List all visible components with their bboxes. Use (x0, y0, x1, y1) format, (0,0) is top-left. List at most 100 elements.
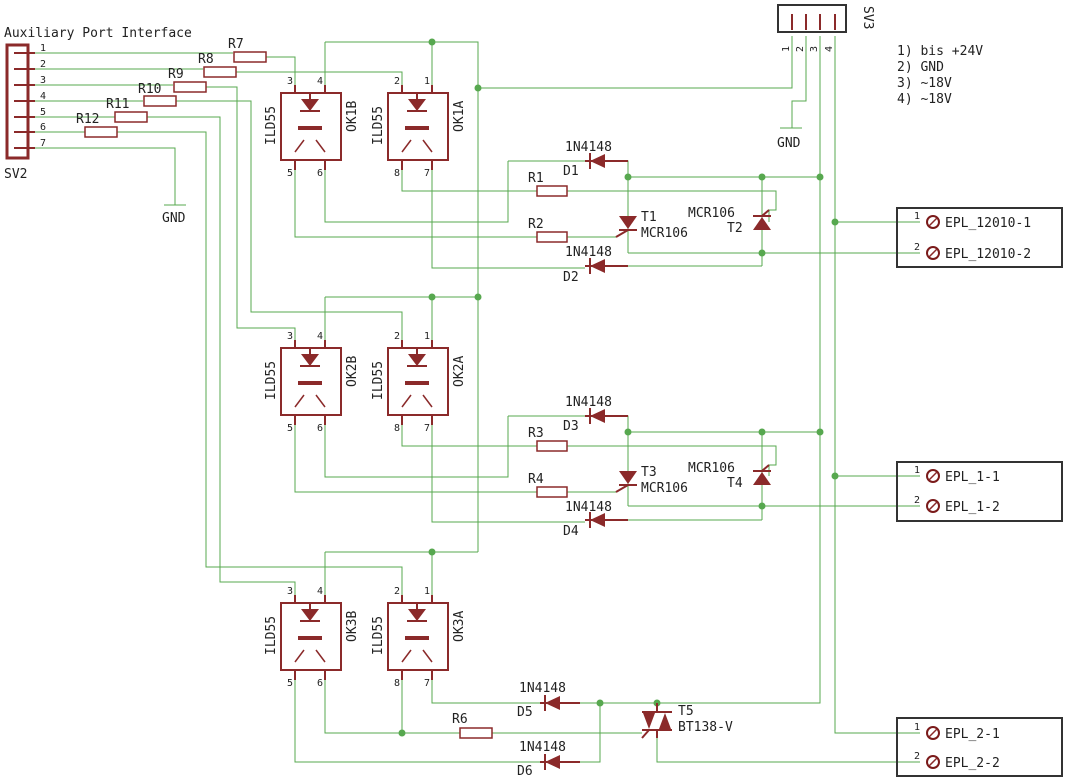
output-connector-3: 1 2 EPL_2-1 EPL_2-2 (896, 717, 1063, 777)
legend-line-1: 1) bis +24V (897, 44, 983, 59)
sv2-header: Auxiliary Port Interface 1 2 3 4 5 6 7 S… (4, 26, 192, 226)
ok3b: 3 4 5 6 ILD55 OK3B (264, 586, 360, 689)
ok1b-type: ILD55 (264, 106, 279, 145)
ok2b-pin6: 6 (317, 423, 323, 434)
ok2b: 3 4 5 6 ILD55 OK2B (264, 331, 360, 434)
ok1b-pin6: 6 (317, 168, 323, 179)
ok2a-type: ILD55 (371, 361, 386, 400)
ok1a-pin8: 8 (394, 168, 400, 179)
sv3-pin-4: 4 (824, 46, 835, 52)
terminal-epl-2-1: EPL_2-1 (945, 727, 1000, 742)
sv2-pin-5: 5 (40, 107, 46, 118)
ok1a-pin1: 1 (424, 76, 430, 87)
ok1a-pin7: 7 (424, 168, 430, 179)
ok3a-pin7: 7 (424, 678, 430, 689)
c1-pin1: 1 (914, 211, 920, 222)
r1-label: R1 (528, 171, 544, 186)
t1-type: MCR106 (641, 226, 688, 241)
d2-name: D2 (563, 270, 579, 285)
d6-name: D6 (517, 764, 533, 779)
output-connector-1: 1 2 EPL_12010-1 EPL_12010-2 (896, 207, 1063, 268)
r8-label: R8 (198, 52, 214, 67)
ok3b-name: OK3B (345, 611, 360, 642)
input-resistors: R7 R8 R9 R10 R11 R12 (76, 37, 267, 138)
sv2-pin-4: 4 (40, 91, 46, 102)
sv2-name: SV2 (4, 167, 27, 182)
r10-label: R10 (138, 82, 161, 97)
ok2b-pin3: 3 (287, 331, 293, 342)
ok1b-pin3: 3 (287, 76, 293, 87)
pin-legend: 1) bis +24V 2) GND 3) ~18V 4) ~18V (897, 44, 983, 107)
legend-line-4: 4) ~18V (897, 92, 952, 107)
sv2-pin-2: 2 (40, 59, 46, 70)
c1-pin2: 2 (914, 242, 920, 253)
gnd-label-sv3: GND (777, 136, 801, 151)
ok3b-pin6: 6 (317, 678, 323, 689)
d5-name: D5 (517, 705, 533, 720)
ok2a-pin7: 7 (424, 423, 430, 434)
ok3a-pin1: 1 (424, 586, 430, 597)
ok2a-pin2: 2 (394, 331, 400, 342)
gnd-label-sv2: GND (162, 211, 186, 226)
legend-line-2: 2) GND (897, 60, 944, 75)
terminal-epl-2-2: EPL_2-2 (945, 756, 1000, 771)
d4-type: 1N4148 (565, 500, 612, 515)
t2-type: MCR106 (688, 206, 735, 221)
block-3-components: 1N4148 D5 R6 1N4148 D6 T5 BT138-V (452, 681, 733, 779)
ok1b: 3 4 5 6 ILD55 OK1B (264, 76, 360, 179)
r3-label: R3 (528, 426, 544, 441)
d3-name: D3 (563, 419, 579, 434)
d5-type: 1N4148 (519, 681, 566, 696)
ok3a-name: OK3A (452, 611, 467, 642)
ok1a-pin2: 2 (394, 76, 400, 87)
r2-label: R2 (528, 217, 544, 232)
ok2a-pin1: 1 (424, 331, 430, 342)
legend-line-3: 3) ~18V (897, 76, 952, 91)
c3-pin1: 1 (914, 722, 920, 733)
sv2-pin-3: 3 (40, 75, 46, 86)
terminal-epl-1-2: EPL_1-2 (945, 500, 1000, 515)
c2-pin1: 1 (914, 465, 920, 476)
r11-label: R11 (106, 97, 129, 112)
ok3a-pin8: 8 (394, 678, 400, 689)
t2-name: T2 (727, 221, 743, 236)
t5-type: BT138-V (678, 720, 733, 735)
sv3-pin-2: 2 (795, 46, 806, 52)
t3-type: MCR106 (641, 481, 688, 496)
ok1b-pin4: 4 (317, 76, 323, 87)
c3-pin2: 2 (914, 751, 920, 762)
ok3b-pin4: 4 (317, 586, 323, 597)
output-connector-2: 1 2 EPL_1-1 EPL_1-2 (896, 461, 1063, 522)
ok2b-pin5: 5 (287, 423, 293, 434)
r7-label: R7 (228, 37, 244, 52)
ok2b-pin4: 4 (317, 331, 323, 342)
ok1b-name: OK1B (345, 101, 360, 132)
r6-label: R6 (452, 712, 468, 727)
sv3-pin-1: 1 (781, 46, 792, 52)
ok3a: 2 1 8 7 ILD55 OK3A (371, 586, 467, 689)
sv2-pin-7: 7 (40, 138, 46, 149)
ok1a-type: ILD55 (371, 106, 386, 145)
d2-type: 1N4148 (565, 245, 612, 260)
ok3b-type: ILD55 (264, 616, 279, 655)
sv3-name: SV3 (860, 6, 875, 29)
d4-name: D4 (563, 524, 579, 539)
t1-name: T1 (641, 210, 657, 225)
d6-type: 1N4148 (519, 740, 566, 755)
ok2a-name: OK2A (452, 356, 467, 387)
ok2b-type: ILD55 (264, 361, 279, 400)
terminal-epl-1-1: EPL_1-1 (945, 470, 1000, 485)
junctions (398, 38, 839, 737)
d1-name: D1 (563, 164, 579, 179)
ok2a: 2 1 8 7 ILD55 OK2A (371, 331, 467, 434)
sv2-title: Auxiliary Port Interface (4, 26, 192, 41)
ok3b-pin3: 3 (287, 586, 293, 597)
block-2-components: 1N4148 D3 R3 R4 T3 MCR106 MCR106 T4 1N41… (528, 395, 771, 539)
block-1-components: 1N4148 D1 R1 R2 T1 MCR106 MCR106 T2 1N41… (528, 140, 771, 285)
c2-pin2: 2 (914, 495, 920, 506)
r12-label: R12 (76, 112, 99, 127)
optocouplers: 3 4 5 6 ILD55 OK1B 2 1 8 7 ILD55 OK1A (264, 76, 467, 689)
sv2-pin-6: 6 (40, 122, 46, 133)
ok1a: 2 1 8 7 ILD55 OK1A (371, 76, 467, 179)
sv2-pin-1: 1 (40, 43, 46, 54)
